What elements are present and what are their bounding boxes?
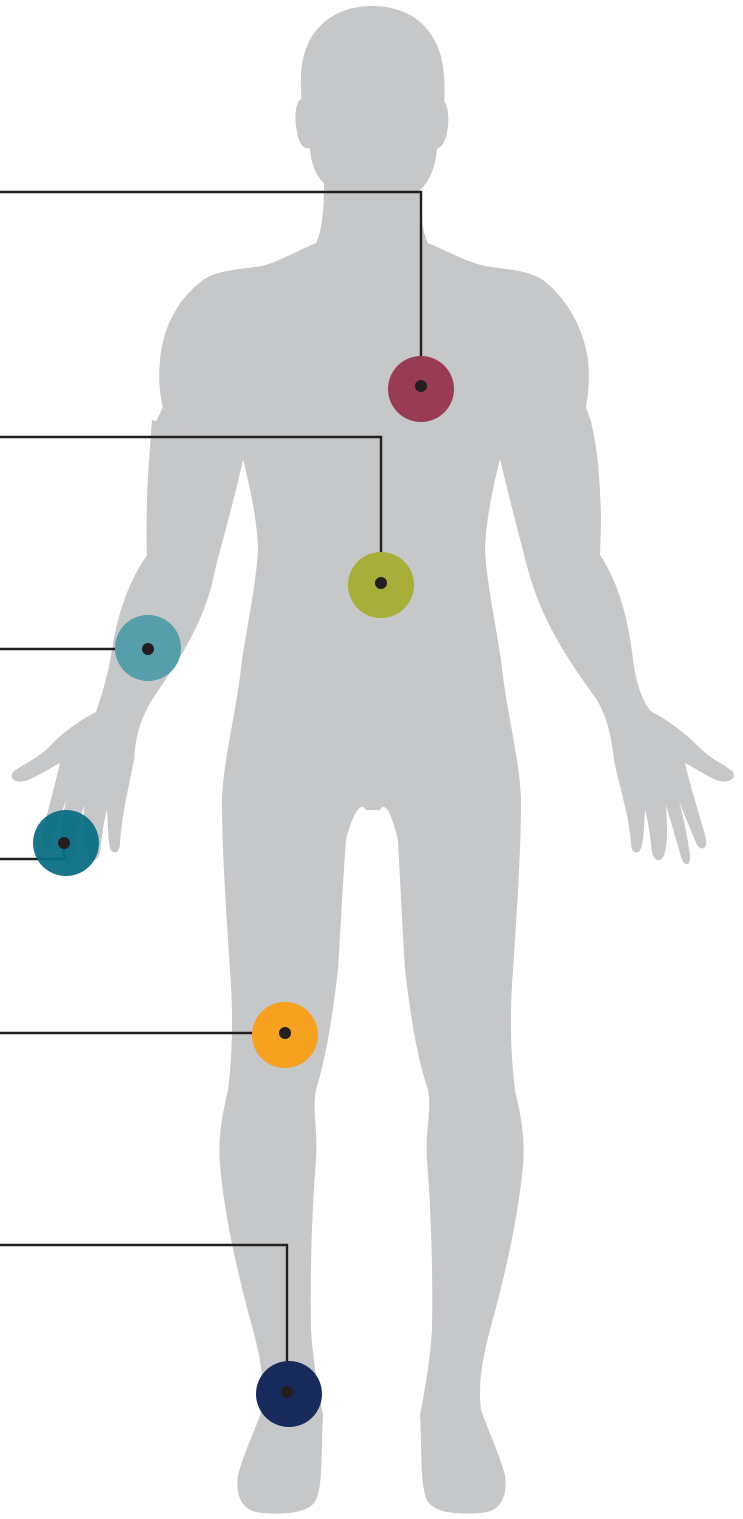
head-shape [301,6,445,190]
human-body-silhouette-icon [12,6,734,1514]
elbow-endpoint-dot [142,643,154,655]
ankle-endpoint-dot [281,1386,293,1398]
knee-endpoint-dot [279,1027,291,1039]
right-arm-shape [498,420,734,864]
abdomen-endpoint-dot [375,577,387,589]
chest-endpoint-dot [415,380,427,392]
torso-shape [159,180,589,412]
hand-endpoint-dot [58,837,70,849]
